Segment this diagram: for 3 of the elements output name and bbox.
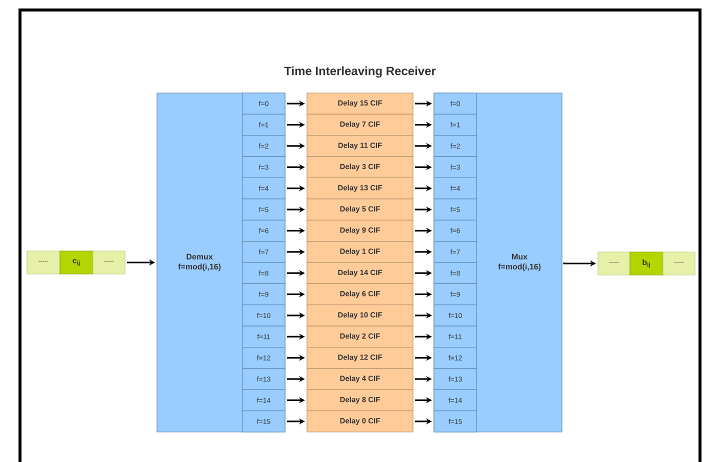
title: Time Interleaving Receiver xyxy=(284,66,436,78)
stream-cell: b$_{ij}$ xyxy=(630,252,664,276)
stream-cell: c$_{ij}$ xyxy=(60,250,94,274)
